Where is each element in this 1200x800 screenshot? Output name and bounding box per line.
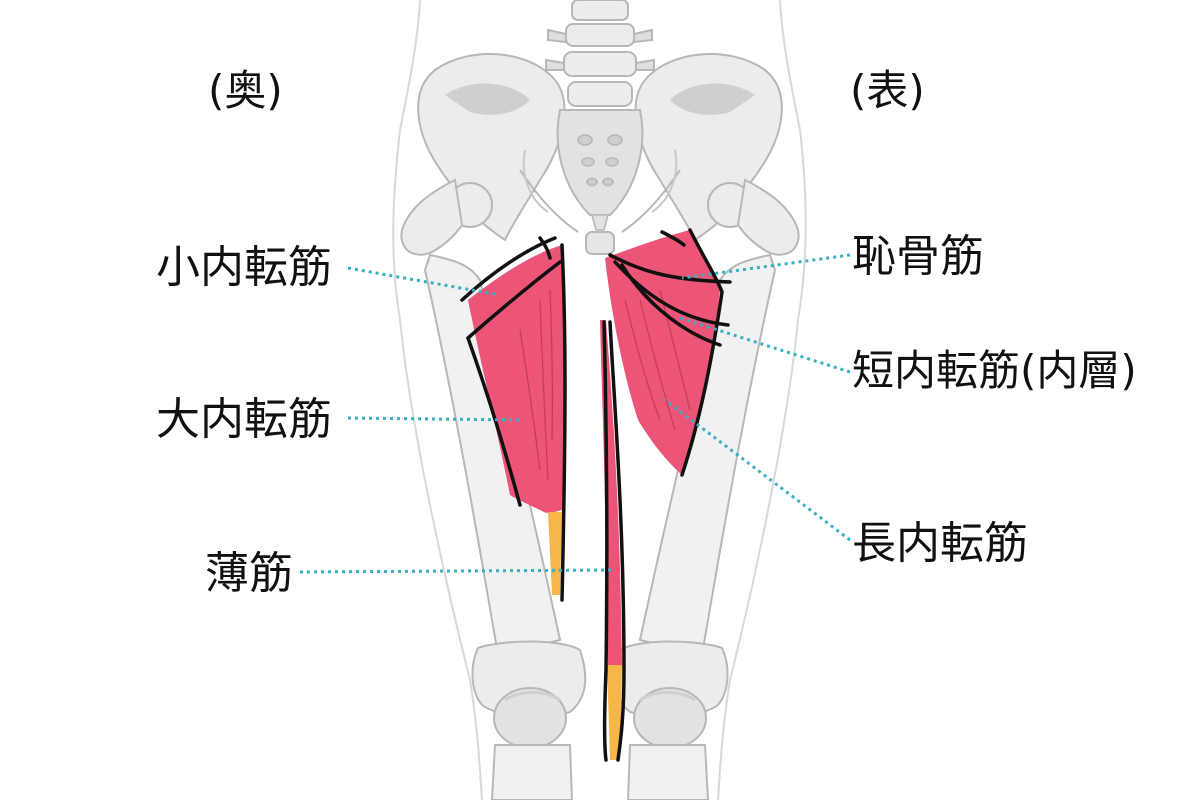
skeleton (400, 0, 800, 800)
lumbar-spine (545, 0, 655, 107)
body-silhouette (392, 0, 807, 800)
leader-adductor-magnus (347, 416, 523, 422)
superficial-muscles (600, 228, 732, 762)
label-adductor-brevis: 短内転筋(内層) (852, 346, 1137, 395)
deep-side-label: (奥) (208, 66, 283, 115)
label-pectineus: 恥骨筋 (852, 231, 984, 282)
knees (471, 640, 729, 800)
gracilis-deep-tendon (548, 512, 562, 595)
label-adductor-minimus: 小内転筋 (156, 242, 332, 293)
left-femur (423, 253, 562, 657)
pubic-symphysis (585, 231, 615, 255)
leader-pectineus (681, 253, 851, 280)
sacrum (556, 109, 644, 216)
leader-gracilis (299, 568, 616, 574)
label-adductor-magnus: 大内転筋 (156, 394, 332, 445)
leader-adductor-minimus (347, 266, 501, 297)
adductor-longus-shape (605, 230, 720, 475)
leader-lines (299, 253, 851, 574)
label-gracilis: 薄筋 (205, 548, 293, 599)
superficial-side-label: (表) (850, 66, 925, 115)
gracilis-tendon (607, 665, 622, 760)
label-adductor-longus: 長内転筋 (852, 518, 1028, 569)
leader-adductor-brevis (679, 316, 851, 374)
